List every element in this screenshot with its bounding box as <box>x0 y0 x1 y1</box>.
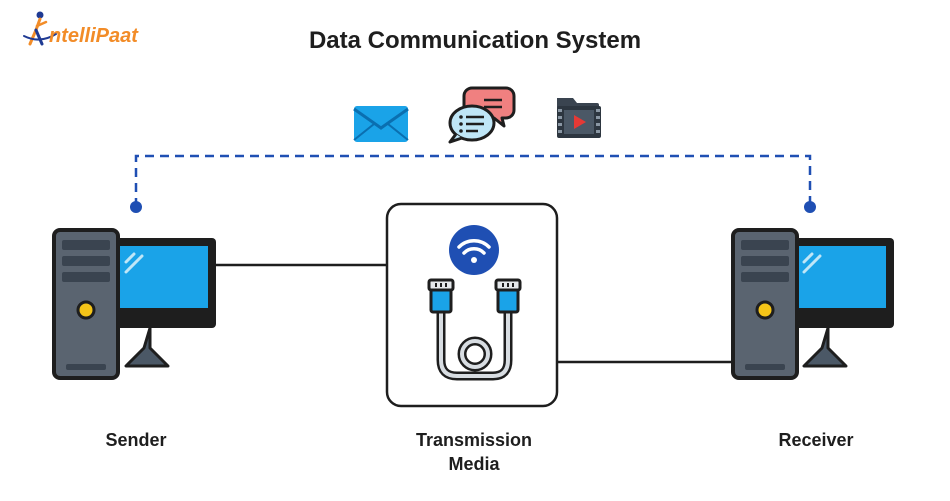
logo-text: ntelliPaat <box>49 25 139 47</box>
ethernet-cable-icon <box>427 278 522 381</box>
dashed-data-path <box>130 154 816 213</box>
media-label-line2: Media <box>448 454 500 474</box>
tower <box>731 228 799 380</box>
wifi-icon <box>449 225 499 275</box>
chat-bubbles-icon <box>448 86 516 144</box>
sender-endpoint-dot <box>130 201 142 213</box>
sender-computer-icon <box>52 228 216 380</box>
media-label-line1: Transmission <box>416 430 532 450</box>
receiver-endpoint-dot <box>804 201 816 213</box>
logo-figure-icon <box>23 11 57 46</box>
diagram-title: Data Communication System <box>309 27 641 54</box>
receiver-computer-icon <box>731 228 894 380</box>
intellipaat-logo: ntelliPaat <box>23 11 139 47</box>
transmission-media-box <box>385 202 559 408</box>
tower <box>52 228 120 380</box>
monitor <box>790 238 894 368</box>
receiver-label: Receiver <box>778 430 853 450</box>
monitor <box>112 238 216 368</box>
sender-label: Sender <box>105 430 166 450</box>
envelope-icon <box>353 106 409 142</box>
video-folder-icon <box>557 98 601 138</box>
